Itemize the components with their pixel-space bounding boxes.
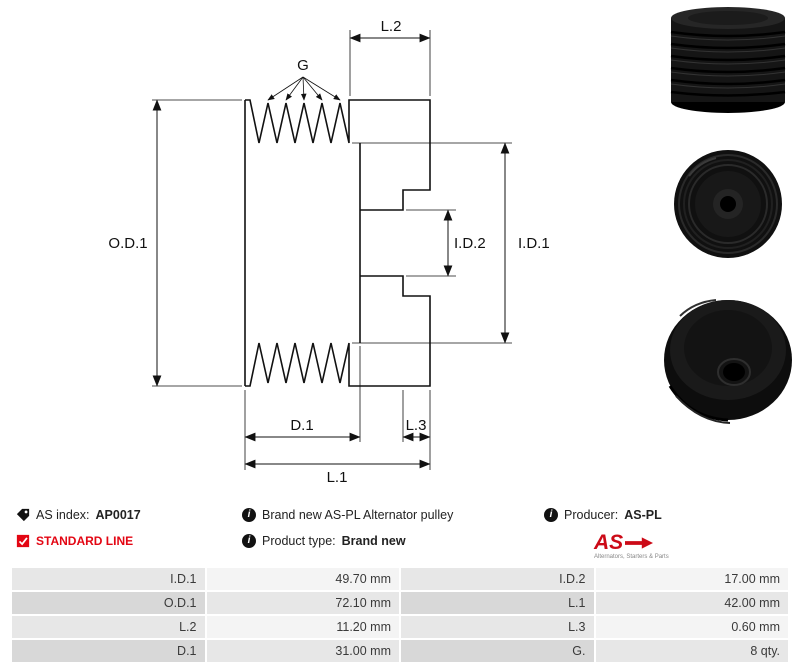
spec-label: L.1 bbox=[401, 592, 594, 614]
spec-label: G. bbox=[401, 640, 594, 662]
product-info-bar: AS index: AP0017 STANDARD LINE i Brand n… bbox=[0, 503, 800, 560]
spec-value: 49.70 mm bbox=[206, 568, 399, 590]
dim-label-id1: I.D.1 bbox=[518, 235, 550, 252]
dim-label-g: G bbox=[297, 57, 309, 74]
technical-drawing: G O.D.1 I.D.1 I.D.2 L.2 D.1 L.3 L.1 bbox=[108, 18, 550, 486]
dim-label-l2: L.2 bbox=[381, 18, 402, 35]
aspl-logo: AS Alternators, Starters & Parts bbox=[594, 531, 790, 560]
spec-value: 11.20 mm bbox=[206, 616, 399, 638]
spec-value: 42.00 mm bbox=[595, 592, 788, 614]
spec-label: D.1 bbox=[12, 640, 205, 662]
spec-label: I.D.2 bbox=[401, 568, 594, 590]
product-photo-front-view bbox=[674, 150, 782, 258]
spec-value: 31.00 mm bbox=[206, 640, 399, 662]
product-description: Brand new AS-PL Alternator pulley bbox=[262, 508, 454, 522]
info-col-description: i Brand new AS-PL Alternator pulley i Pr… bbox=[242, 507, 544, 560]
info-icon: i bbox=[544, 508, 558, 522]
aspl-logo-text: AS bbox=[594, 531, 624, 554]
spec-value: 17.00 mm bbox=[595, 568, 788, 590]
info-col-index: AS index: AP0017 STANDARD LINE bbox=[16, 507, 242, 560]
as-index-label: AS index: bbox=[36, 508, 90, 522]
product-type-row: i Product type: Brand new bbox=[242, 533, 544, 549]
specs-table: I.D.1 49.70 mm I.D.2 17.00 mm O.D.1 72.1… bbox=[10, 566, 790, 664]
info-col-producer: i Producer: AS-PL AS Alternators, Starte… bbox=[544, 507, 790, 560]
info-icon: i bbox=[242, 508, 256, 522]
product-type-label: Product type: bbox=[262, 534, 336, 548]
description-row: i Brand new AS-PL Alternator pulley bbox=[242, 507, 544, 523]
groove-leader-lines bbox=[267, 76, 341, 101]
extension-lines bbox=[152, 30, 512, 470]
table-row: O.D.1 72.10 mm L.1 42.00 mm bbox=[12, 592, 788, 614]
product-type-value: Brand new bbox=[341, 534, 406, 548]
dimension-lines bbox=[152, 33, 510, 469]
table-row: D.1 31.00 mm G. 8 qty. bbox=[12, 640, 788, 662]
aspl-logo-tagline: Alternators, Starters & Parts bbox=[594, 554, 669, 560]
info-icon: i bbox=[242, 534, 256, 548]
standard-line-badge: STANDARD LINE bbox=[36, 534, 134, 548]
dim-label-od1: O.D.1 bbox=[108, 235, 147, 252]
spec-value: 0.60 mm bbox=[595, 616, 788, 638]
spec-value: 8 qty. bbox=[595, 640, 788, 662]
spec-label: L.3 bbox=[401, 616, 594, 638]
standard-line-row: STANDARD LINE bbox=[16, 533, 242, 549]
dim-label-d1: D.1 bbox=[290, 417, 313, 434]
dim-label-l1: L.1 bbox=[327, 469, 348, 486]
spec-label: L.2 bbox=[12, 616, 205, 638]
checkbox-check-icon bbox=[16, 534, 30, 548]
producer-label: Producer: bbox=[564, 508, 619, 522]
aspl-logo-arrow-icon bbox=[625, 535, 654, 551]
dim-label-l3: L.3 bbox=[406, 417, 427, 434]
spec-label: O.D.1 bbox=[12, 592, 205, 614]
product-photo-rear-view bbox=[664, 299, 792, 424]
table-row: L.2 11.20 mm L.3 0.60 mm bbox=[12, 616, 788, 638]
product-photo-side-view bbox=[670, 7, 786, 113]
as-index-row: AS index: AP0017 bbox=[16, 507, 242, 523]
producer-value: AS-PL bbox=[624, 508, 662, 522]
aspl-logo-mark: AS bbox=[594, 531, 654, 554]
spec-label: I.D.1 bbox=[12, 568, 205, 590]
product-photos bbox=[656, 0, 800, 426]
tag-icon bbox=[16, 508, 30, 522]
as-index-value: AP0017 bbox=[95, 508, 141, 522]
producer-row: i Producer: AS-PL bbox=[544, 507, 790, 523]
dim-label-id2: I.D.2 bbox=[454, 235, 486, 252]
spec-value: 72.10 mm bbox=[206, 592, 399, 614]
table-row: I.D.1 49.70 mm I.D.2 17.00 mm bbox=[12, 568, 788, 590]
pulley-outline bbox=[244, 99, 431, 387]
